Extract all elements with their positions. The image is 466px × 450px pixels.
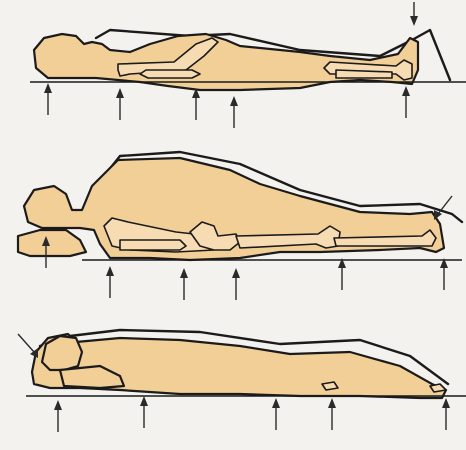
forearm-bones-supine (140, 70, 200, 78)
forearm-bones-lateral (120, 240, 186, 250)
patella-bone-prone (322, 382, 338, 390)
shin-bones-supine (336, 70, 392, 78)
